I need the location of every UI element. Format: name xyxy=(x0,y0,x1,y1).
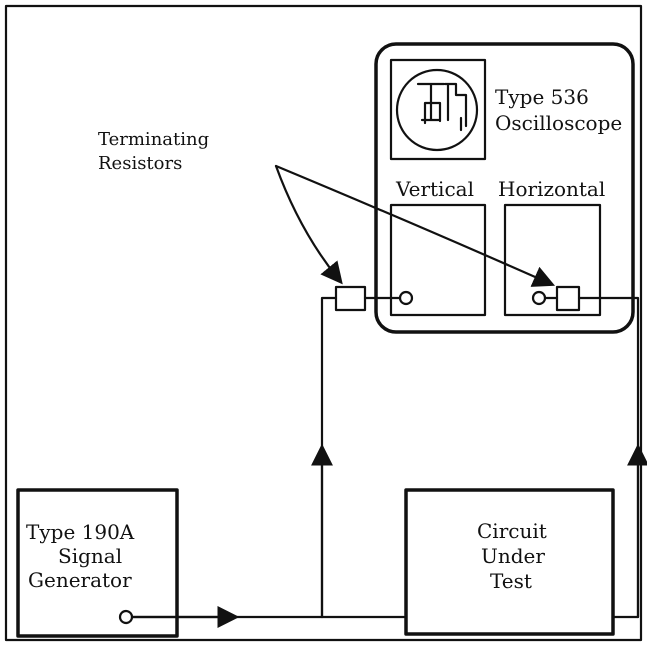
terminating-label-line-2: Resistors xyxy=(98,153,182,174)
oscilloscope-box xyxy=(374,42,635,334)
horizontal-label: Horizontal xyxy=(498,177,605,201)
circuit-under-test-box xyxy=(404,488,615,636)
terminating-label-line-1: Terminating xyxy=(98,129,209,150)
circuit-label-line-2: Under xyxy=(481,544,545,568)
oscilloscope-label-line-1: Type 536 xyxy=(495,85,589,109)
vertical-label: Vertical xyxy=(395,177,474,201)
outer-frame xyxy=(4,4,643,642)
horizontal-input-panel xyxy=(503,203,602,317)
vertical-input-panel xyxy=(389,203,487,317)
circuit-to-horizontal-line xyxy=(577,296,640,619)
vertical-terminating-resistor xyxy=(334,285,367,312)
generator-label-line-2: Signal xyxy=(58,544,122,568)
oscilloscope-screen-frame xyxy=(389,58,487,161)
vertical-input-connector-icon xyxy=(398,290,414,306)
oscilloscope-label-line-2: Oscilloscope xyxy=(495,111,622,135)
terminating-pointer-vertical xyxy=(274,164,343,285)
circuit-label-line-3: Test xyxy=(490,569,532,593)
oscilloscope-screen-icon xyxy=(395,68,479,152)
circuit-label-line-1: Circuit xyxy=(477,519,547,543)
terminating-pointer-horizontal xyxy=(274,164,556,287)
generator-output-connector-icon xyxy=(118,609,134,625)
generator-to-vertical-line xyxy=(320,296,338,619)
horizontal-terminating-resistor xyxy=(555,285,581,312)
oscilloscope-trace-icon xyxy=(416,82,468,132)
horizontal-input-connector-icon xyxy=(531,290,547,306)
signal-generator-box xyxy=(16,488,179,638)
generator-label-line-3: Generator xyxy=(28,568,132,592)
generator-label-line-1: Type 190A xyxy=(26,520,135,544)
